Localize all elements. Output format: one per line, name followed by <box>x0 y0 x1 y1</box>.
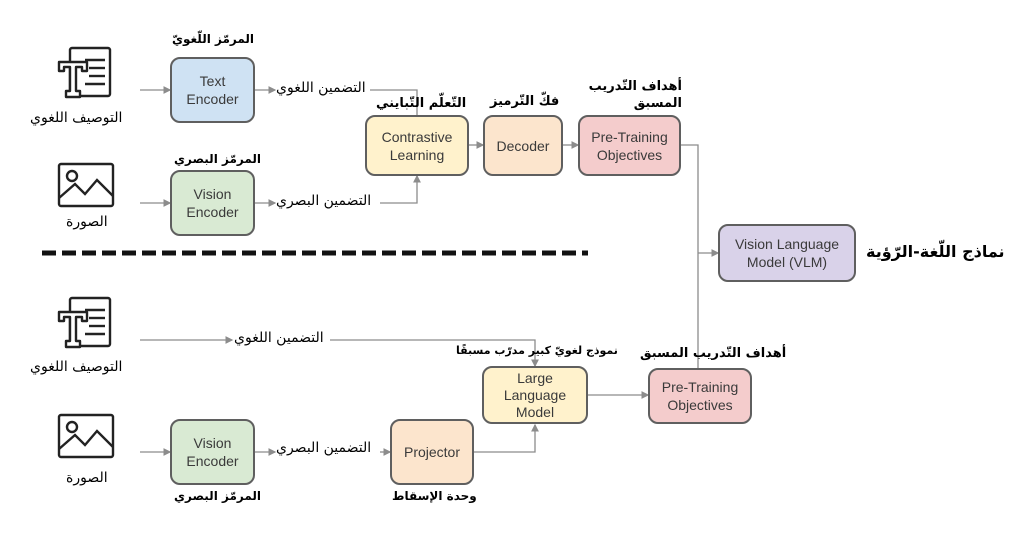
decoder-box: Decoder <box>483 115 563 176</box>
text-encoder-box: Text Encoder <box>170 57 255 123</box>
vision-encoder-label: Vision Encoder <box>186 186 239 220</box>
edge-visual-embedding-to-contrastive <box>380 174 421 204</box>
text-document-icon <box>57 46 112 99</box>
projector-label: Projector <box>403 444 461 460</box>
vision-encoder-box: Vision Encoder <box>170 170 255 236</box>
edge-objectives-to-bus <box>680 144 699 368</box>
text-encoder-caption: المرمّز اللّغويّ <box>172 32 255 46</box>
bottom-vision-encoder-caption: المرمّز البصري <box>174 489 262 503</box>
projector-box: Projector <box>390 419 474 485</box>
edge-projector-to-llm <box>473 423 539 453</box>
text-encoder-label: Text Encoder <box>186 73 239 107</box>
diagram-title: نماذج اللّغة-الرّؤية <box>866 242 1005 261</box>
bottom-vision-encoder-box: Vision Encoder <box>170 419 255 485</box>
llm-box: Large Language Model <box>482 366 588 424</box>
bottom-pretraining-objectives-box: Pre-Training Objectives <box>648 368 752 424</box>
edge-bottom-text-embedding-to-llm <box>330 339 539 368</box>
bottom-pretraining-objectives-caption: أهداف التّدريب المسبق <box>640 346 787 361</box>
text-input-label: التوصيف اللغوي <box>30 110 123 126</box>
bottom-text-input-label: التوصيف اللغوي <box>30 359 123 375</box>
visual-embedding-label: التضمين البصري <box>276 193 372 209</box>
bottom-vision-encoder-label: Vision Encoder <box>186 435 239 469</box>
vision-encoder-caption: المرمّز البصري <box>174 152 262 166</box>
projector-caption: وحدة الإسقاط <box>392 489 477 503</box>
bottom-image-input-label: الصورة <box>66 470 108 486</box>
text-document-icon <box>57 296 112 349</box>
image-icon <box>57 413 115 459</box>
vlm-box: Vision Language Model (VLM) <box>718 224 856 282</box>
llm-caption: نموذج لغويّ كبير مدرّب مسبقًا <box>456 344 618 357</box>
text-embedding-label: التضمين اللغوي <box>276 80 366 96</box>
pretraining-objectives-label: Pre-Training Objectives <box>591 128 668 163</box>
image-icon <box>57 162 115 208</box>
bottom-visual-embedding-label: التضمين البصري <box>276 440 372 456</box>
vlm-label: Vision Language Model (VLM) <box>734 236 840 270</box>
bottom-pretraining-objectives-label: Pre-Training Objectives <box>661 379 739 413</box>
image-input-label: الصورة <box>66 214 108 230</box>
edge-text-embedding-to-contrastive <box>370 89 418 115</box>
decoder-caption: فكّ التّرميز <box>490 94 560 109</box>
decoder-label: Decoder <box>496 137 550 154</box>
llm-label: Large Language Model <box>503 369 567 420</box>
bottom-text-embedding-label: التضمين اللغوي <box>234 330 324 346</box>
pretraining-objectives-caption: أهداف التّدريب المسبق <box>588 79 682 111</box>
contrastive-learning-caption: التّعلّم التّبايني <box>376 96 467 111</box>
contrastive-learning-box: Contrastive Learning <box>365 115 469 176</box>
pretraining-objectives-box: Pre-Training Objectives <box>578 115 681 176</box>
contrastive-learning-label: Contrastive Learning <box>381 128 453 163</box>
